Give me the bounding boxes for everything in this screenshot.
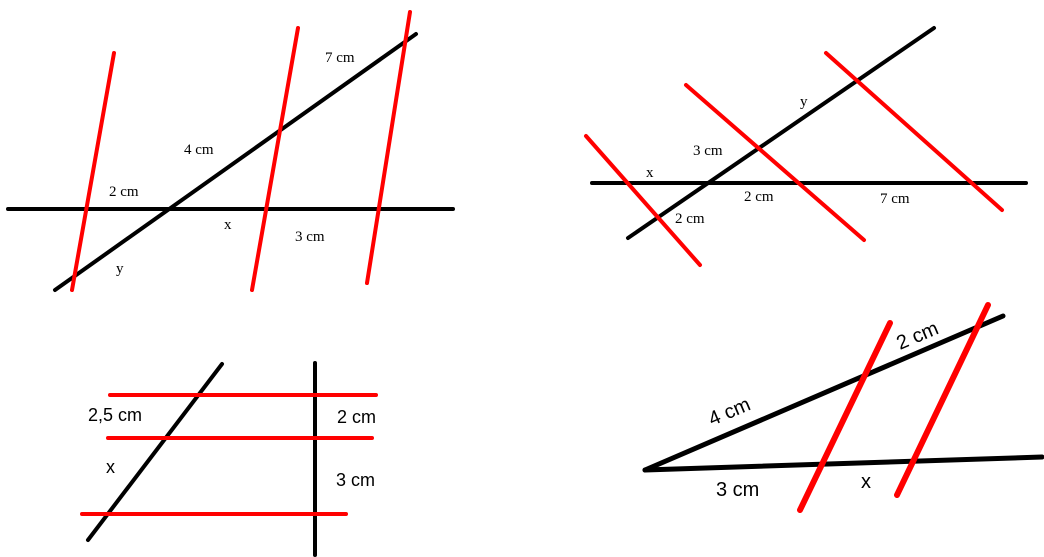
fig1-label-4cm: 4 cm <box>184 142 214 158</box>
fig4-parallel-line-2 <box>894 302 991 498</box>
fig3-label-3cm: 3 cm <box>336 470 375 490</box>
fig4-parallel-line-1 <box>797 320 893 513</box>
fig2-label-7cm: 7 cm <box>880 191 910 207</box>
fig4-label-x: x <box>861 471 871 493</box>
fig2-parallel-line-3 <box>824 51 1004 212</box>
fig1-parallel-line-2 <box>250 26 300 292</box>
fig4-label-3cm: 3 cm <box>716 479 759 501</box>
fig1-label-y: y <box>116 261 124 277</box>
fig3-label-2cm: 2 cm <box>337 407 376 427</box>
fig2-label-2cm-b: 2 cm <box>675 211 705 227</box>
fig1-label-3cm: 3 cm <box>295 229 325 245</box>
fig2-label-x: x <box>646 165 654 181</box>
fig4-upper-line <box>642 313 1006 473</box>
fig1-diagonal-line <box>53 32 418 292</box>
figure-4: 4 cm 2 cm 3 cm x <box>642 302 1044 513</box>
fig2-label-2cm-a: 2 cm <box>744 189 774 205</box>
fig1-label-7cm: 7 cm <box>325 50 355 66</box>
fig4-lower-line <box>642 454 1044 473</box>
fig2-parallel-line-1 <box>584 134 702 267</box>
fig1-label-x: x <box>224 217 232 233</box>
fig1-parallel-line-1 <box>70 51 116 292</box>
fig1-parallel-line-3 <box>365 10 412 285</box>
fig2-parallel-line-2 <box>684 83 866 242</box>
fig4-label-2cm: 2 cm <box>893 317 941 354</box>
fig1-label-2cm: 2 cm <box>109 184 139 200</box>
fig2-label-3cm: 3 cm <box>693 143 723 159</box>
figure-1: 7 cm 4 cm 2 cm x 3 cm y <box>6 10 455 292</box>
fig2-label-y: y <box>800 94 808 110</box>
fig2-diagonal-line <box>626 26 936 240</box>
fig3-label-x: x <box>106 457 115 477</box>
fig3-label-2-5cm: 2,5 cm <box>88 405 142 425</box>
figure-2: y 3 cm x 2 cm 7 cm 2 cm <box>584 26 1028 267</box>
figure-3: 2,5 cm 2 cm x 3 cm <box>80 361 378 557</box>
